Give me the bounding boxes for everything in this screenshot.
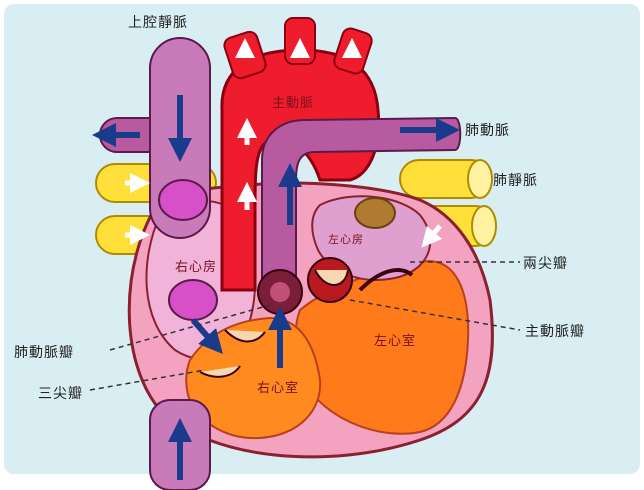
pulmonary-artery-label: 肺動脈 — [465, 120, 510, 140]
left-atrium-label: 左心房 — [328, 231, 364, 247]
pulmonary-vein-label: 肺靜脈 — [493, 170, 538, 190]
aortic-valve-label: 主動脈瓣 — [525, 321, 585, 341]
aorta-label: 主動脈 — [272, 92, 314, 111]
pulmonary-valve-label: 肺動脈瓣 — [14, 342, 74, 362]
superior-vena-cava-label: 上腔靜脈 — [128, 12, 188, 32]
right-atrium-label: 右心房 — [175, 256, 217, 275]
tricuspid-valve-label: 三尖瓣 — [38, 383, 83, 403]
mitral-valve-label: 兩尖瓣 — [523, 253, 568, 273]
left-ventricle-label: 左心室 — [374, 330, 416, 349]
right-ventricle-label: 右心室 — [257, 377, 299, 396]
